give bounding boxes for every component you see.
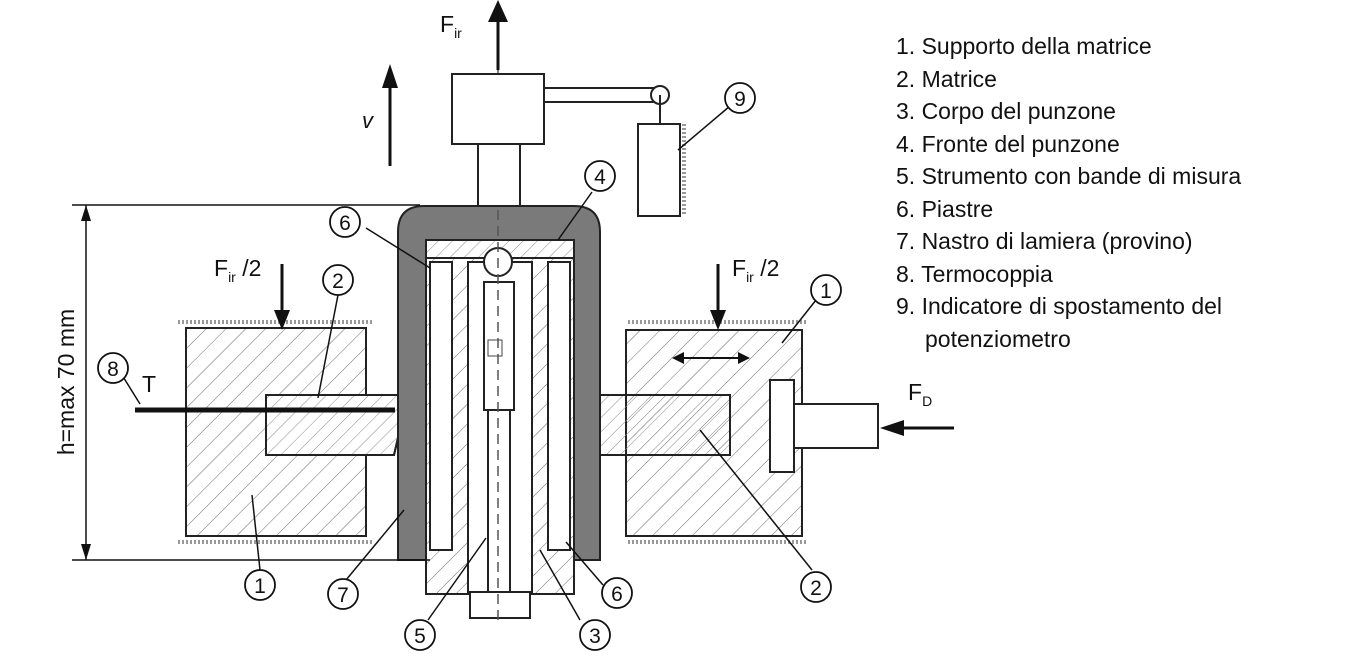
label-force-half-right: Fir /2 xyxy=(732,255,779,285)
legend: 1. Supporto della matrice 2. Matrice 3. … xyxy=(896,30,1241,355)
side-piston xyxy=(769,379,879,473)
callout-5: 5 xyxy=(404,619,436,651)
svg-text:6: 6 xyxy=(339,212,351,235)
callout-7: 7 xyxy=(327,578,359,610)
legend-item: 8. Termocoppia xyxy=(896,260,1053,287)
left-die xyxy=(265,394,410,456)
svg-text:4: 4 xyxy=(594,166,606,189)
svg-text:1: 1 xyxy=(254,575,266,598)
callout-3: 3 xyxy=(579,619,611,651)
label-force-top: Fir xyxy=(440,11,462,41)
callouts: 1 2 3 4 5 6 7 8 9 6 1 2 xyxy=(97,82,842,651)
svg-text:2: 2 xyxy=(810,577,822,600)
svg-text:8: 8 xyxy=(107,358,119,381)
svg-text:2: 2 xyxy=(332,270,344,293)
legend-item: 6. Piastre xyxy=(896,195,994,222)
top-force-arrowhead xyxy=(488,0,508,22)
legend-item: 7. Nastro di lamiera (provino) xyxy=(896,228,1193,254)
callout-2-left: 2 xyxy=(322,264,354,296)
svg-text:5: 5 xyxy=(414,625,426,648)
legend-item-last-line2: potenziometro xyxy=(925,325,1071,352)
legend-item: 5. Strumento con bande di misura xyxy=(896,163,1242,189)
left-half-force-arrowhead xyxy=(274,310,290,330)
height-dimension xyxy=(72,204,430,561)
callout-8: 8 xyxy=(97,352,129,384)
svg-text:6: 6 xyxy=(611,583,623,606)
gauge-instrument xyxy=(467,247,533,619)
side-force-arrowhead xyxy=(880,420,904,436)
sliding-arrow xyxy=(672,352,750,364)
svg-text:7: 7 xyxy=(337,584,349,607)
callout-1-left: 1 xyxy=(244,569,276,601)
label-temperature: T xyxy=(142,371,156,397)
svg-text:1: 1 xyxy=(820,280,832,303)
velocity-arrowhead xyxy=(382,64,398,88)
right-half-force-arrowhead xyxy=(710,310,726,330)
top-ram xyxy=(451,73,670,207)
callout-6-bottom: 6 xyxy=(601,577,633,609)
callout-9: 9 xyxy=(724,82,756,114)
legend-item: 2. Matrice xyxy=(896,65,997,92)
leader-lines xyxy=(121,105,821,621)
legend-item: 4. Fronte del punzone xyxy=(896,130,1120,157)
legend-item-last-line1: 9. Indicatore di spostamento del xyxy=(896,293,1223,319)
callout-2-right: 2 xyxy=(800,571,832,603)
label-height: h=max 70 mm xyxy=(53,309,79,455)
label-force-side: FD xyxy=(908,379,932,409)
svg-text:3: 3 xyxy=(589,625,601,648)
callout-4: 4 xyxy=(584,160,616,192)
svg-text:9: 9 xyxy=(734,88,746,111)
legend-item: 1. Supporto della matrice xyxy=(896,33,1152,59)
callout-6-top: 6 xyxy=(329,206,361,238)
label-velocity: v xyxy=(362,108,375,133)
potentiometer xyxy=(637,123,686,217)
label-force-half-left: Fir /2 xyxy=(214,255,261,285)
plate-right xyxy=(547,261,571,551)
legend-item: 3. Corpo del punzone xyxy=(896,98,1116,124)
plate-left xyxy=(429,261,453,551)
legend-item-last: 9. Indicatore di spostamento del potenzi… xyxy=(896,290,1241,355)
right-die xyxy=(584,394,731,456)
sheet-strip xyxy=(397,205,601,561)
callout-1-right: 1 xyxy=(810,274,842,306)
